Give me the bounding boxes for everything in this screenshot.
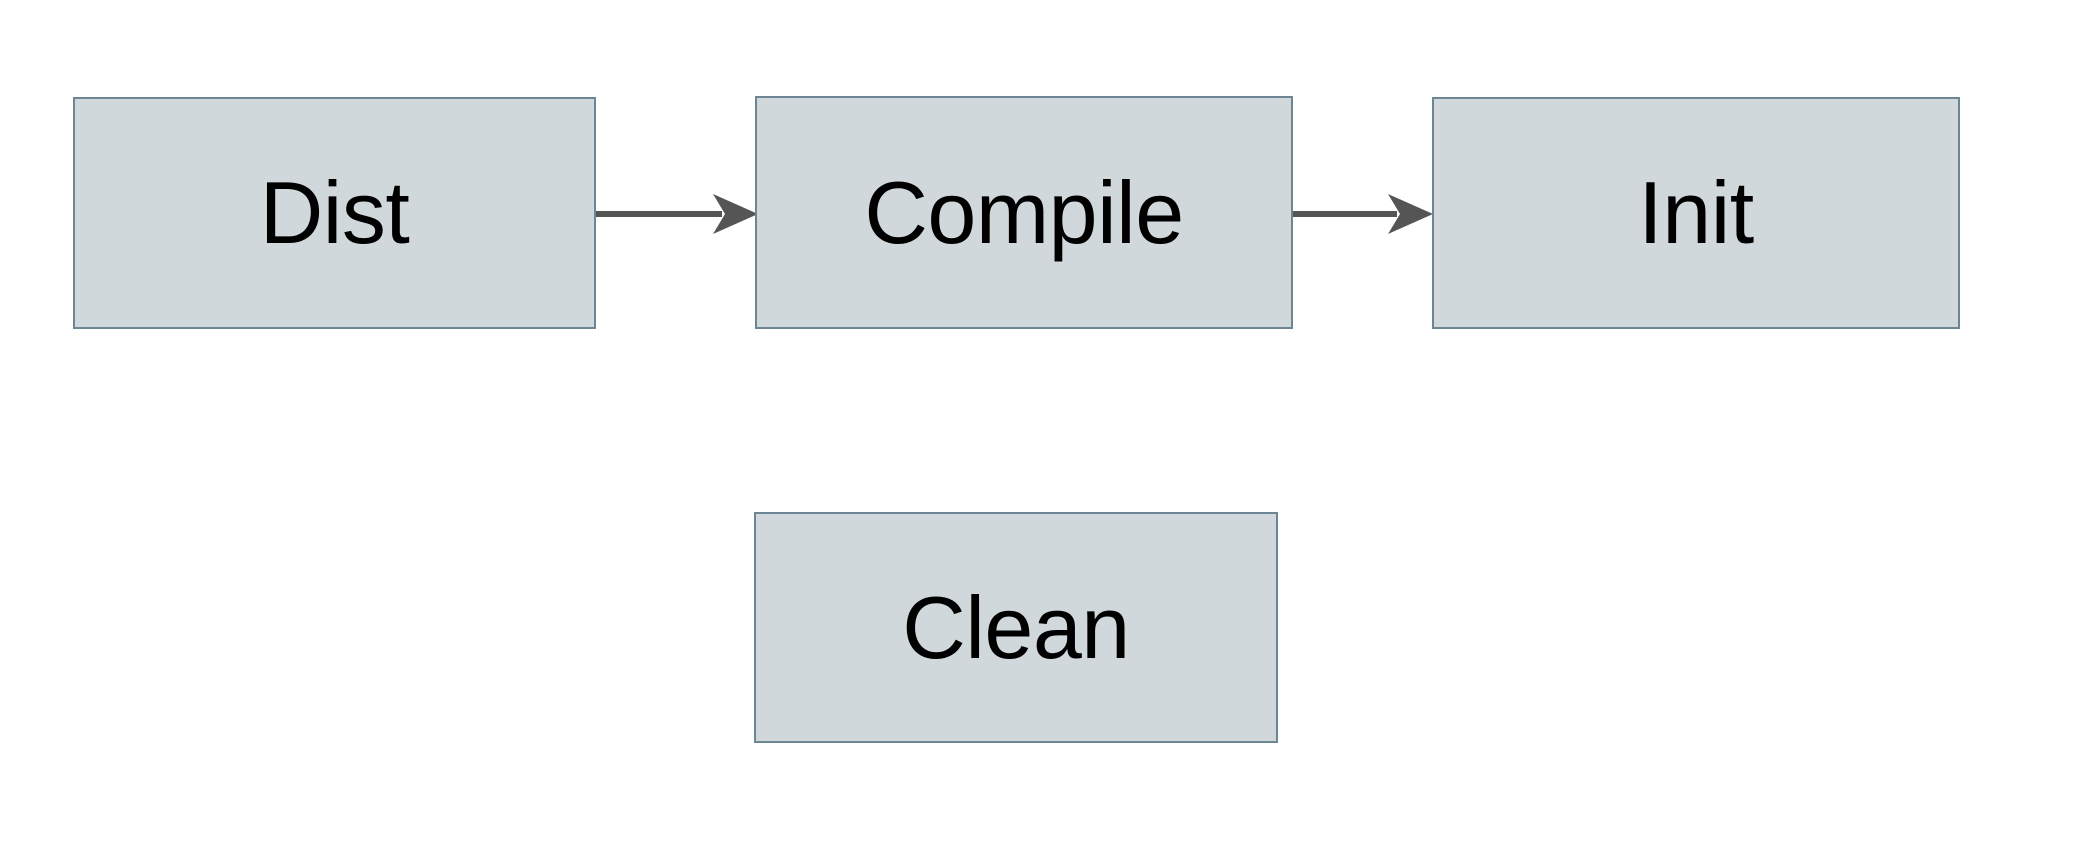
arrowhead-icon <box>713 194 758 234</box>
node-clean[interactable]: Clean <box>754 512 1278 743</box>
node-compile-label: Compile <box>864 162 1184 262</box>
node-compile[interactable]: Compile <box>755 96 1293 329</box>
edge-dist-to-compile[interactable] <box>592 186 762 242</box>
node-dist[interactable]: Dist <box>73 97 596 329</box>
edge-compile-to-init[interactable] <box>1289 186 1439 242</box>
node-dist-label: Dist <box>259 163 410 262</box>
node-init[interactable]: Init <box>1432 97 1960 329</box>
node-clean-label: Clean <box>902 577 1130 677</box>
node-init-label: Init <box>1638 163 1754 262</box>
arrowhead-icon <box>1388 194 1433 234</box>
